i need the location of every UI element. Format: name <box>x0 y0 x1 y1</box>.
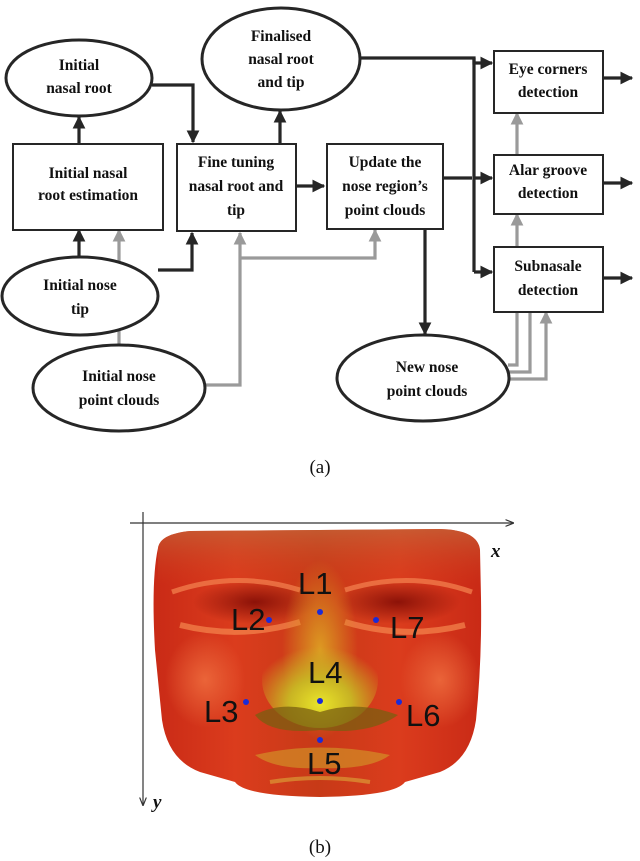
landmark-point-l7 <box>373 617 379 623</box>
node-fine-tuning: Fine tuning nasal root and tip <box>176 143 297 232</box>
node-label: detection <box>518 282 579 299</box>
arrow-point-clouds-to-fine-tuning <box>204 231 247 387</box>
face-render <box>153 529 482 797</box>
landmark-labels: L1 L2 L3 L4 L5 L6 L7 <box>204 566 440 781</box>
landmark-point-l5 <box>317 737 323 743</box>
landmark-points <box>243 609 402 743</box>
node-label: and tip <box>258 74 305 91</box>
node-eye-corners-detection: Eye corners detection <box>493 50 604 114</box>
node-label: Initial nose <box>43 277 117 294</box>
node-initial-nasal-root-estimation: Initial nasal root estimation <box>12 143 164 231</box>
node-label: tip <box>227 202 245 219</box>
arrow-nose-tip-to-fine-tuning <box>158 231 199 272</box>
x-axis-label: x <box>490 541 501 562</box>
node-label: Initial nasal <box>49 165 129 182</box>
node-label: nose region’s <box>342 178 428 195</box>
landmark-point-l1 <box>317 609 323 615</box>
landmark-label-l2: L2 <box>231 602 265 637</box>
node-label: Finalised <box>251 28 312 45</box>
landmark-point-l6 <box>396 699 402 705</box>
node-label: New nose <box>396 359 459 376</box>
node-update-nose-region: Update the nose region’s point clouds <box>326 143 444 230</box>
node-label: root estimation <box>38 187 138 204</box>
node-initial-nasal-root: Initial nasal root <box>4 38 154 118</box>
landmark-label-l5: L5 <box>307 746 341 781</box>
landmark-label-l7: L7 <box>390 610 424 645</box>
face-landmark-figure: x y L1 L2 L3 L4 L5 L6 L7 <box>130 512 513 813</box>
caption-a: (a) <box>309 457 330 478</box>
landmark-label-l3: L3 <box>204 694 238 729</box>
node-label: nasal root <box>46 80 112 97</box>
arrow-new-clouds-to-alar <box>508 312 532 374</box>
node-label: nasal root and <box>189 178 284 195</box>
node-label: Initial nose <box>82 368 156 385</box>
connector-arrows <box>72 56 634 387</box>
node-label: point clouds <box>345 202 426 219</box>
caption-b: (b) <box>309 837 331 858</box>
node-label: detection <box>518 84 579 101</box>
arrow-point-clouds-to-update <box>240 228 382 260</box>
node-label: Alar groove <box>509 162 587 179</box>
node-label: Fine tuning <box>198 154 274 171</box>
arrow-new-clouds-to-eye <box>508 312 519 367</box>
landmark-label-l6: L6 <box>406 698 440 733</box>
arrow-initial-root-to-fine-tuning <box>152 83 200 144</box>
flowchart: Initial nasal root Initial nasal root es… <box>0 6 634 433</box>
node-label: Update the <box>349 154 422 171</box>
node-new-nose-point-clouds: New nose point clouds <box>335 333 511 423</box>
node-label: point clouds <box>79 392 160 409</box>
node-label: detection <box>518 185 579 202</box>
node-finalised-nasal-root-and-tip: Finalised nasal root and tip <box>200 6 362 112</box>
node-label: tip <box>71 301 89 318</box>
node-label: Eye corners <box>509 61 588 78</box>
node-label: Subnasale <box>514 258 581 275</box>
node-initial-nose-point-clouds: Initial nose point clouds <box>31 343 207 433</box>
node-initial-nose-tip: Initial nose tip <box>0 255 160 337</box>
node-subnasale-detection: Subnasale detection <box>493 246 604 313</box>
landmark-point-l3 <box>243 699 249 705</box>
node-label: Initial <box>59 57 100 74</box>
node-label: nasal root <box>248 51 314 68</box>
landmark-point-l2 <box>266 617 272 623</box>
node-label: point clouds <box>387 383 468 400</box>
arrow-new-clouds-to-subnasale <box>508 310 553 381</box>
landmark-label-l4: L4 <box>308 655 342 690</box>
landmark-point-l4 <box>317 698 323 704</box>
y-axis-label: y <box>151 792 162 813</box>
landmark-label-l1: L1 <box>298 566 332 601</box>
node-alar-groove-detection: Alar groove detection <box>493 154 604 215</box>
arrow-finalised-to-eye-corners <box>360 56 494 70</box>
